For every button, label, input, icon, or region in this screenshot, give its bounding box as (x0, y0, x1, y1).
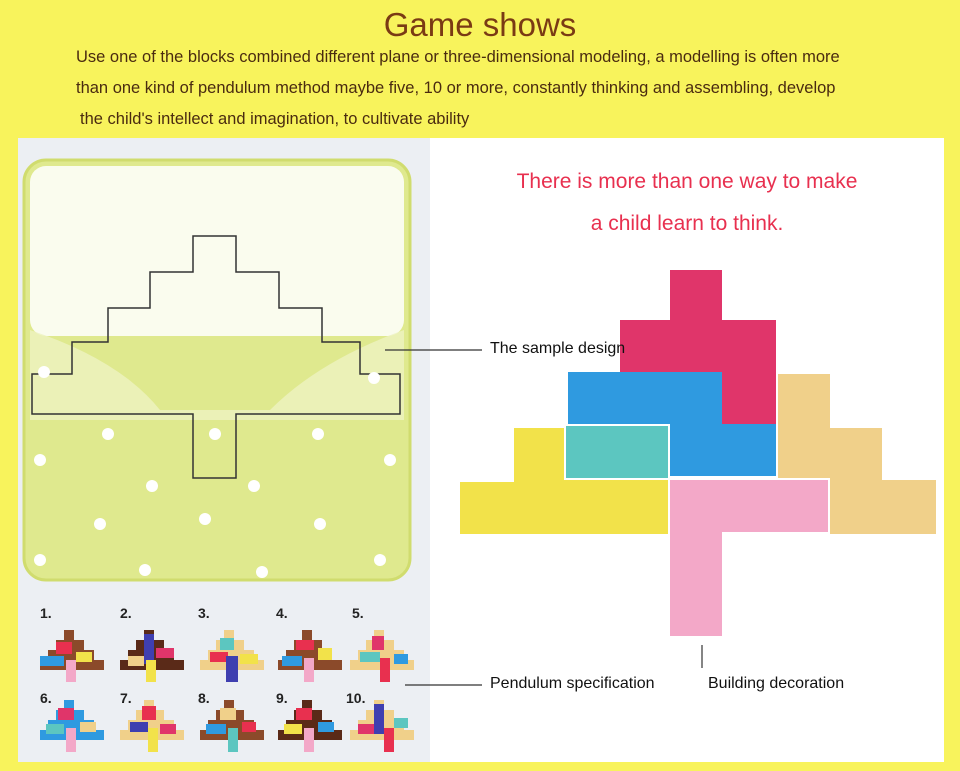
variant-number-8: 8. (198, 690, 210, 706)
variant-thumb (350, 630, 414, 682)
variant-number-2: 2. (120, 605, 132, 621)
block-blue (568, 372, 776, 476)
variant-thumb (120, 630, 184, 682)
slogan-line-1: There is more than one way to make (516, 170, 858, 193)
variant-thumb (40, 630, 104, 682)
description-line-2: than one kind of pendulum method maybe f… (76, 79, 836, 97)
variant-thumb (40, 700, 104, 752)
sample-design-label: The sample design (490, 340, 626, 357)
description-line-1: Use one of the blocks combined different… (76, 48, 840, 66)
pendulum-variants (40, 630, 414, 752)
variant-number-5: 5. (352, 605, 364, 621)
variant-thumb (200, 630, 264, 682)
block-tan (778, 374, 936, 534)
variant-thumb (120, 700, 184, 752)
wooden-blocks-photo (460, 270, 936, 636)
pendulum-spec-label: Pendulum specification (490, 675, 655, 692)
variant-number-6: 6. (40, 690, 52, 706)
variant-number-1: 1. (40, 605, 52, 621)
page-title: Game shows (383, 6, 577, 43)
variant-thumb (200, 700, 264, 752)
variant-thumb (350, 700, 414, 752)
description-line-3: the child's intellect and imagination, t… (80, 110, 470, 128)
block-teal (566, 426, 668, 478)
slogan-line-2: a child learn to think. (590, 212, 784, 235)
variant-number-7: 7. (120, 690, 132, 706)
variant-number-4: 4. (276, 605, 288, 621)
variant-number-9: 9. (276, 690, 288, 706)
block-pink (670, 480, 828, 636)
variant-thumb (278, 630, 342, 682)
block-red (620, 270, 776, 424)
variant-number-3: 3. (198, 605, 210, 621)
sample-design-outline (31, 235, 401, 479)
variant-thumb (278, 700, 342, 752)
block-yellow (460, 428, 668, 534)
sample-design-card (22, 158, 412, 582)
variant-number-10: 10. (346, 690, 366, 706)
card-dots (34, 366, 396, 578)
building-decoration-label: Building decoration (708, 675, 845, 692)
